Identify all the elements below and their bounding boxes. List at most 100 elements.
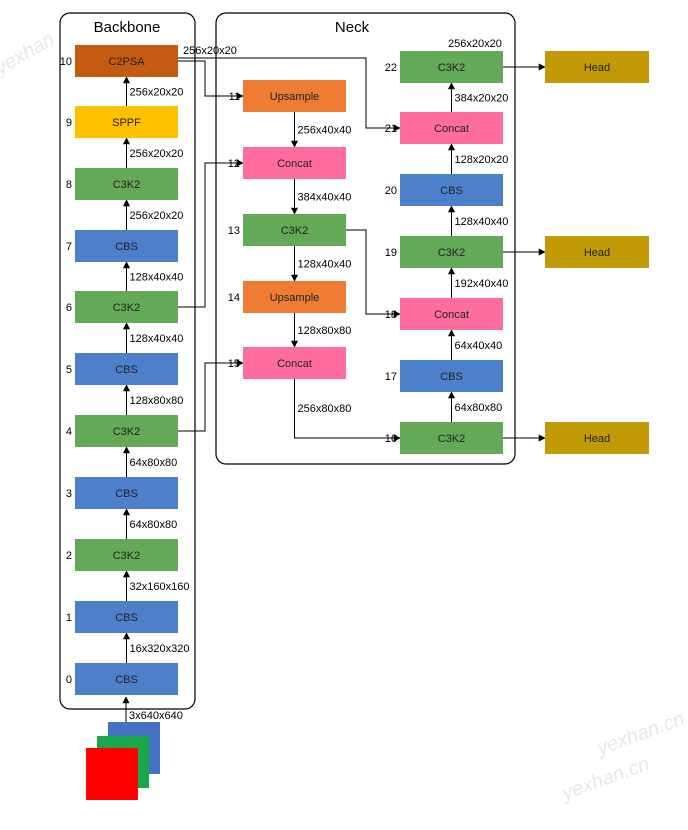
neck-node-13: C3K2 13 [228, 214, 346, 246]
backbone-title: Backbone [94, 19, 161, 36]
backbone-box-cbs-0 [75, 663, 178, 695]
node-index: 22 [385, 62, 397, 74]
edge-10-11 [178, 60, 244, 100]
backbone-box-c3k2-8 [75, 168, 178, 200]
head-node: Head [545, 422, 649, 454]
neck-box-upsample-11 [243, 80, 346, 112]
head-box [545, 236, 649, 268]
tensor-dim-label: 64x80x80 [455, 402, 503, 414]
tensor-dim-label: 256x20x20 [130, 87, 184, 99]
node-label: C3K2 [438, 62, 466, 74]
neck-node-19: C3K2 19 [385, 236, 503, 268]
node-label: CBS [115, 674, 138, 686]
head-label: Head [584, 62, 610, 74]
tensor-dim-label: 256x20x20 [130, 210, 184, 222]
node-label: CBS [115, 612, 138, 624]
node-index: 10 [60, 56, 72, 68]
head-label: Head [584, 433, 610, 445]
node-label: Concat [434, 309, 469, 321]
node-label: C3K2 [113, 426, 141, 438]
watermark: yexhan.cn [557, 753, 652, 806]
node-label: CBS [440, 371, 463, 383]
node-label: CBS [115, 488, 138, 500]
node-index: 0 [66, 674, 72, 686]
backbone-node-8: C3K2 8 [66, 168, 178, 200]
tensor-dim-label: 256x80x80 [298, 403, 352, 415]
head-node: Head [545, 51, 649, 83]
tensor-dim-label: 128x80x80 [130, 395, 184, 407]
head-box [545, 422, 649, 454]
backbone-box-c3k2-2 [75, 539, 178, 571]
tensor-dim-label: 32x160x160 [130, 581, 190, 593]
watermark: yexhan [0, 28, 58, 80]
node-index: 11 [229, 91, 240, 103]
neck-box-concat-18 [400, 298, 503, 330]
tensor-dim-label: 128x40x40 [298, 259, 352, 271]
neck-box-concat-21 [400, 112, 503, 144]
neck-box-c3k2-22 [400, 51, 503, 83]
tensor-dim-label: 128x40x40 [455, 216, 509, 228]
head-node: Head [545, 236, 649, 268]
node-index: 4 [66, 426, 72, 438]
node-label: Upsample [270, 91, 320, 103]
tensor-dim-label: 256x20x20 [130, 148, 184, 160]
node-label: C3K2 [281, 225, 309, 237]
backbone-box-cbs-7 [75, 230, 178, 262]
node-label: C3K2 [438, 247, 466, 259]
tensor-dim-label: 64x40x40 [455, 340, 503, 352]
node-index: 7 [66, 241, 72, 253]
backbone-panel [59, 12, 196, 710]
node-index: 8 [66, 179, 72, 191]
node-index: 3 [66, 488, 72, 500]
node-label: CBS [440, 185, 463, 197]
backbone-node-0: CBS 0 [66, 663, 178, 695]
input-dim-label: 3x640x640 [129, 710, 183, 722]
head-box [545, 51, 649, 83]
node-index: 18 [385, 309, 397, 321]
tensor-dim-label: 128x40x40 [130, 272, 184, 284]
tensor-dim-label: 256x20x20 [183, 45, 237, 57]
edge-6-12 [178, 159, 244, 308]
neck-node-22: C3K2 22 [385, 51, 503, 83]
tensor-dim-label: 16x320x320 [130, 643, 190, 655]
neck-box-concat-12 [243, 147, 346, 179]
node-index: 17 [385, 371, 397, 383]
tensor-dim-label: 128x20x20 [455, 154, 509, 166]
edge-15-16 [294, 379, 401, 442]
node-index: 5 [66, 364, 72, 376]
node-label: CBS [115, 364, 138, 376]
edge-10-21 [178, 57, 401, 132]
neck-box-cbs-17 [400, 360, 503, 392]
backbone-box-c3k2-4 [75, 415, 178, 447]
input-channel-red [86, 748, 138, 800]
node-label: CBS [115, 241, 138, 253]
backbone-node-5: CBS 5 [66, 353, 178, 385]
node-label: C2PSA [108, 56, 145, 68]
tensor-dim-label: 256x20x20 [448, 38, 502, 50]
backbone-node-4: C3K2 4 [66, 415, 178, 447]
node-index: 1 [66, 612, 72, 624]
watermark: yexhan.cn [592, 708, 687, 761]
tensor-dim-label: 192x40x40 [455, 278, 509, 290]
node-label: C3K2 [113, 179, 141, 191]
neck-box-c3k2-16 [400, 422, 503, 454]
backbone-box-cbs-5 [75, 353, 178, 385]
tensor-dim-label: 64x80x80 [130, 457, 178, 469]
node-index: 14 [228, 292, 240, 304]
node-index: 15 [228, 358, 240, 370]
node-index: 19 [385, 247, 397, 259]
node-index: 2 [66, 550, 72, 562]
tensor-dim-label: 256x40x40 [298, 125, 352, 137]
node-index: 13 [228, 225, 240, 237]
node-index: 9 [66, 117, 72, 129]
node-label: C3K2 [113, 302, 141, 314]
neck-box-c3k2-13 [243, 214, 346, 246]
node-label: Concat [277, 358, 312, 370]
head-label: Head [584, 247, 610, 259]
